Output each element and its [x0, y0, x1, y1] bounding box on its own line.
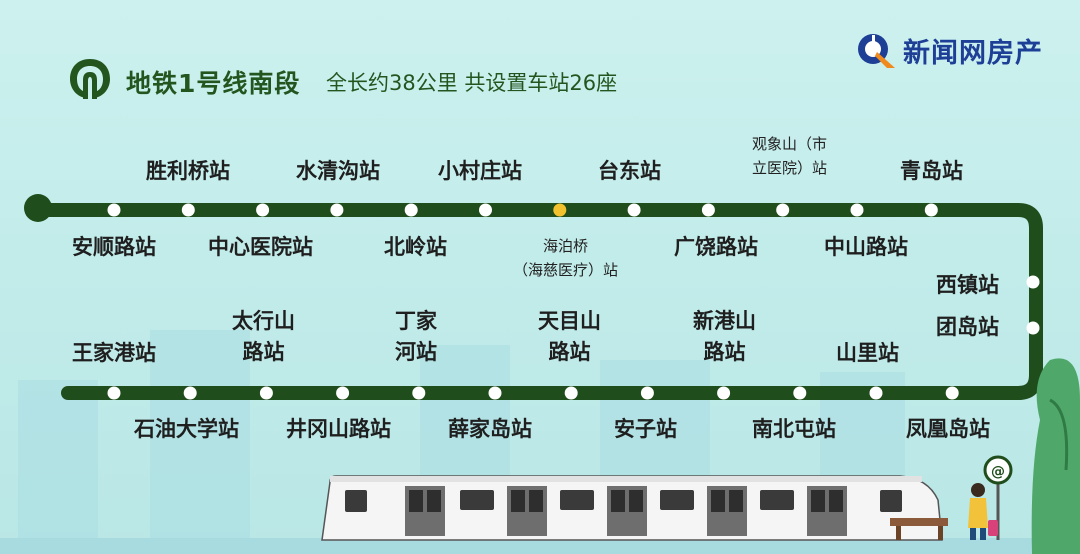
station-dot-highlighted: [553, 203, 567, 217]
station-dot: [924, 203, 938, 217]
station-label: 西镇站: [936, 273, 999, 297]
station-label: 南北屯站: [752, 417, 836, 441]
brand-logo: 新闻网房产: [855, 30, 1043, 70]
station-label-line: 太行山: [232, 309, 295, 333]
station-label: 凤凰岛站: [906, 417, 990, 441]
station-dot: [330, 203, 344, 217]
station-label-line: 路站: [548, 340, 591, 364]
station-dot: [1026, 321, 1040, 335]
station-label-line: 丁家: [395, 309, 437, 333]
bench: [890, 518, 948, 526]
station-dot: [336, 386, 350, 400]
station-label: 中心医院站: [208, 235, 313, 259]
station-label: 团岛站: [936, 315, 999, 339]
station-dot: [488, 386, 502, 400]
station-label: 新港山 路站: [693, 306, 756, 368]
station-label: 薛家岛站: [448, 417, 532, 441]
station-dot: [869, 386, 883, 400]
passenger-figure: [968, 483, 998, 540]
tree-illustration: [1031, 358, 1080, 554]
station-label: 北岭站: [384, 235, 447, 259]
station-dot: [256, 203, 270, 217]
station-label: 丁家 河站: [395, 306, 437, 368]
station-dot: [259, 386, 273, 400]
train-roof-stripe: [330, 476, 922, 482]
station-dot: [107, 386, 121, 400]
train-windows: [345, 486, 902, 536]
station-label: 王家港站: [72, 341, 156, 365]
background-building: [150, 330, 250, 554]
station-dot: [850, 203, 864, 217]
station-label: 小村庄站: [438, 159, 522, 183]
station-label: 青岛站: [900, 159, 963, 183]
line-terminus: [24, 194, 52, 222]
station-label: 安子站: [614, 417, 677, 441]
station-label-highlighted: 海泊桥 （海慈医疗）站: [513, 234, 618, 282]
station-label-line: 立医院）站: [752, 159, 828, 177]
background-building: [18, 380, 98, 554]
station-dot: [627, 203, 641, 217]
station-dot: [181, 203, 195, 217]
station-label: 天目山 路站: [538, 306, 601, 368]
station-label: 中山路站: [824, 235, 908, 259]
station-label: 山里站: [836, 341, 899, 365]
station-dot: [945, 386, 959, 400]
platform-strip: [0, 538, 1080, 554]
svg-text:@: @: [991, 464, 1005, 480]
station-label: 石油大学站: [134, 417, 239, 441]
station-dot: [479, 203, 492, 217]
station-label-line: 观象山（市: [752, 135, 828, 153]
brand-name: 新闻网房产: [903, 37, 1043, 69]
page-title: 地铁1号线南段: [126, 69, 301, 98]
track-line: [31, 203, 1043, 400]
station-dot: [1026, 275, 1040, 289]
station-label-line: 天目山: [538, 309, 601, 333]
metro-sign-icon: [983, 455, 1013, 485]
station-label: 太行山 路站: [232, 306, 295, 368]
station-dot: [564, 386, 578, 400]
station-label: 井冈山路站: [286, 417, 391, 441]
metro-logo-icon: [70, 59, 110, 99]
station-label-line: （海慈医疗）站: [513, 261, 619, 279]
station-dot: [701, 203, 715, 217]
station-dot: [404, 203, 418, 217]
station-dot: [107, 203, 121, 217]
xinwen-logo-icon: [858, 34, 895, 68]
station-label: 台东站: [598, 159, 661, 183]
station-dot: [717, 386, 731, 400]
station-label-line: 路站: [242, 340, 285, 364]
station-dots: [107, 203, 1040, 400]
station-dot: [776, 203, 790, 217]
station-dot: [793, 386, 807, 400]
station-label: 广饶路站: [674, 235, 758, 259]
station-label: 水清沟站: [296, 159, 380, 183]
station-label-line: 河站: [395, 340, 437, 364]
station-label: 胜利桥站: [146, 159, 230, 183]
station-label: 安顺路站: [72, 235, 156, 259]
station-label: 观象山（市 立医院）站: [752, 132, 827, 180]
station-dot: [183, 386, 197, 400]
page-subtitle: 全长约38公里 共设置车站26座: [326, 71, 618, 95]
station-label-line: 海泊桥: [543, 237, 589, 255]
station-label-line: 路站: [703, 340, 746, 364]
station-dot: [412, 386, 426, 400]
station-dot: [640, 386, 654, 400]
station-label-line: 新港山: [693, 309, 756, 333]
